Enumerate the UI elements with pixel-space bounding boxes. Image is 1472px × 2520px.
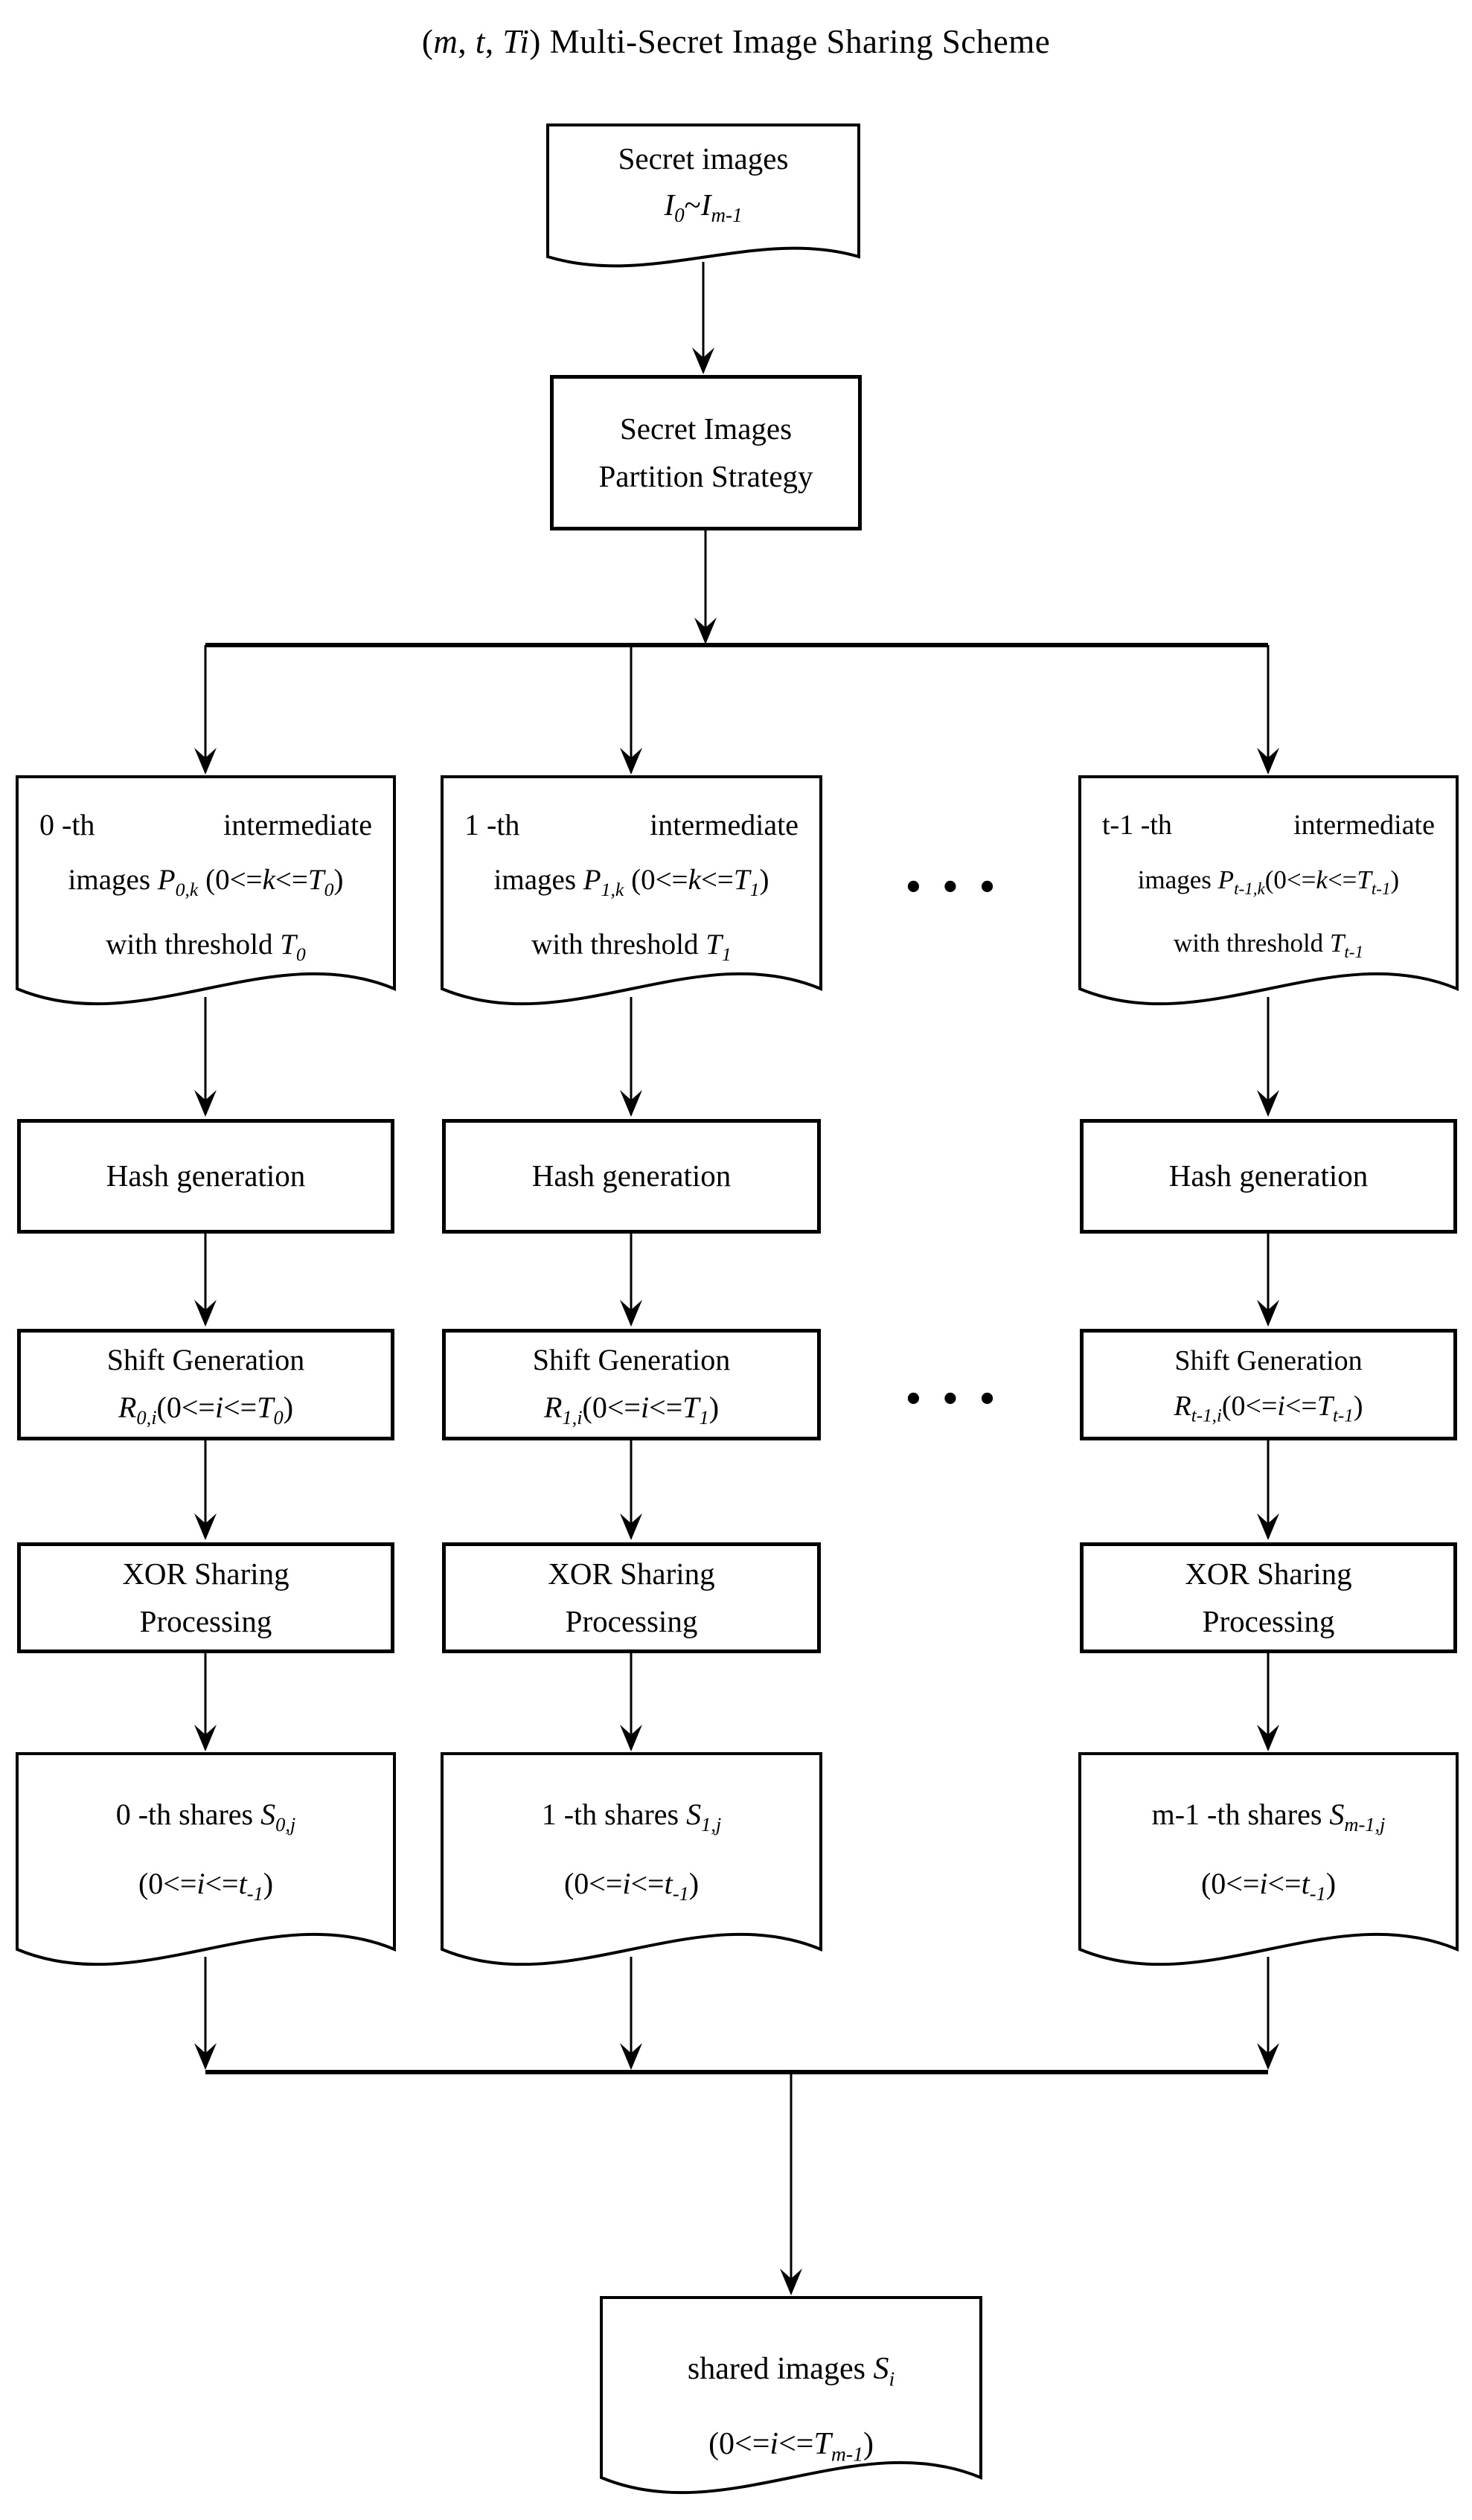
document-shape-secret-images (546, 124, 860, 268)
intermediate-1-formula: images P1,k (0<=k<=T1) (493, 864, 769, 900)
shares-1-range: (0<=i<=t-1) (563, 1866, 700, 1905)
node-secret-images: Secret images I0~Im-1 (548, 135, 859, 238)
node-hash-0: Hash generation (17, 1119, 394, 1234)
ellipsis-intermediate-row: ••• (906, 864, 1017, 910)
document-shape-shares-1 (441, 1752, 822, 1966)
node-intermediate-0: 0 -th intermediate images P0,k (0<=k<=T0… (17, 780, 394, 992)
intermediate-1-word: intermediate (650, 808, 799, 841)
document-shape-intermediate-2 (1078, 775, 1459, 1006)
intermediate-0-word: intermediate (223, 808, 372, 841)
shift-0-line1: Shift Generation (106, 1342, 305, 1376)
intermediate-1-threshold: with threshold T1 (531, 928, 732, 965)
diagram-title: (m, t, Ti) Multi-Secret Image Sharing Sc… (421, 23, 1051, 60)
intermediate-0-index: 0 -th (39, 808, 95, 841)
document-shape-intermediate-0 (16, 775, 396, 1006)
shift-1-line1: Shift Generation (532, 1342, 731, 1376)
document-shape-shares-0 (16, 1752, 396, 1966)
node-hash-1: Hash generation (442, 1119, 821, 1234)
node-shift-2: Shift Generation Rt-1,i(0<=i<=Tt-1) (1080, 1329, 1457, 1440)
xor-1-line1: XOR Sharing (548, 1556, 715, 1591)
node-shift-1: Shift Generation R1,i(0<=i<=T1) (442, 1329, 821, 1440)
document-shape-shares-2 (1078, 1752, 1459, 1966)
intermediate-1-index-line: 1 -th intermediate (442, 798, 821, 853)
node-shift-0: Shift Generation R0,i(0<=i<=T0) (17, 1329, 394, 1440)
xor-2-line2: Processing (1202, 1603, 1335, 1638)
document-shape-intermediate-1 (441, 775, 822, 1006)
node-xor-1: XOR Sharing Processing (442, 1542, 821, 1653)
node-intermediate-2: t-1 -th intermediate images Pt-1,k(0<=k<… (1080, 780, 1457, 992)
shares-0-title: 0 -th shares S0,j (115, 1798, 296, 1836)
hash-1-label: Hash generation (531, 1158, 732, 1193)
node-intermediate-1: 1 -th intermediate images P1,k (0<=k<=T1… (442, 780, 821, 992)
shift-1-formula: R1,i(0<=i<=T1) (543, 1390, 720, 1429)
intermediate-0-threshold: with threshold T0 (106, 928, 306, 965)
node-shares-2: m-1 -th shares Sm-1,j (0<=i<=t-1) (1080, 1754, 1457, 1923)
intermediate-0-index-line: 0 -th intermediate (17, 798, 394, 853)
node-xor-2: XOR Sharing Processing (1080, 1542, 1457, 1653)
shares-0-range: (0<=i<=t-1) (138, 1866, 274, 1905)
intermediate-0-formula: images P0,k (0<=k<=T0) (68, 864, 344, 900)
shift-2-line1: Shift Generation (1174, 1344, 1363, 1376)
partition-line2: Partition Strategy (598, 458, 813, 493)
node-shared-images: shared images Si (0<=i<=Tm-1) (601, 2298, 981, 2487)
xor-2-line1: XOR Sharing (1185, 1556, 1352, 1591)
node-xor-0: XOR Sharing Processing (17, 1542, 394, 1653)
secret-images-label: Secret images (618, 141, 789, 176)
xor-0-line2: Processing (139, 1603, 272, 1638)
hash-2-label: Hash generation (1168, 1158, 1369, 1193)
node-hash-2: Hash generation (1080, 1119, 1457, 1234)
shift-2-formula: Rt-1,i(0<=i<=Tt-1) (1174, 1390, 1363, 1426)
node-shares-1: 1 -th shares S1,j (0<=i<=t-1) (442, 1754, 821, 1923)
intermediate-2-index-line: t-1 -th intermediate (1080, 798, 1457, 853)
shares-1-title: 1 -th shares S1,j (541, 1798, 722, 1836)
intermediate-1-index: 1 -th (464, 808, 520, 841)
intermediate-2-word: intermediate (1293, 809, 1435, 841)
node-partition-strategy: Secret Images Partition Strategy (550, 375, 862, 530)
intermediate-2-threshold: with threshold Tt-1 (1173, 928, 1364, 961)
xor-0-line1: XOR Sharing (122, 1556, 289, 1591)
shift-0-formula: R0,i(0<=i<=T0) (118, 1390, 294, 1429)
document-shape-shared-images (600, 2296, 982, 2495)
secret-images-formula: I0~Im-1 (664, 187, 743, 227)
ellipsis-shift-row: ••• (906, 1376, 1017, 1422)
intermediate-2-index: t-1 -th (1102, 809, 1172, 841)
partition-line1: Secret Images (619, 411, 793, 446)
shared-images-title: shared images Si (687, 2352, 895, 2391)
intermediate-2-formula: images Pt-1,k(0<=k<=Tt-1) (1137, 865, 1400, 898)
shared-images-range: (0<=i<=Tm-1) (708, 2427, 874, 2466)
node-shares-0: 0 -th shares S0,j (0<=i<=t-1) (17, 1754, 394, 1923)
hash-0-label: Hash generation (106, 1158, 306, 1193)
xor-1-line2: Processing (565, 1603, 698, 1638)
shares-2-range: (0<=i<=t-1) (1200, 1866, 1337, 1905)
shares-2-title: m-1 -th shares Sm-1,j (1151, 1798, 1386, 1836)
